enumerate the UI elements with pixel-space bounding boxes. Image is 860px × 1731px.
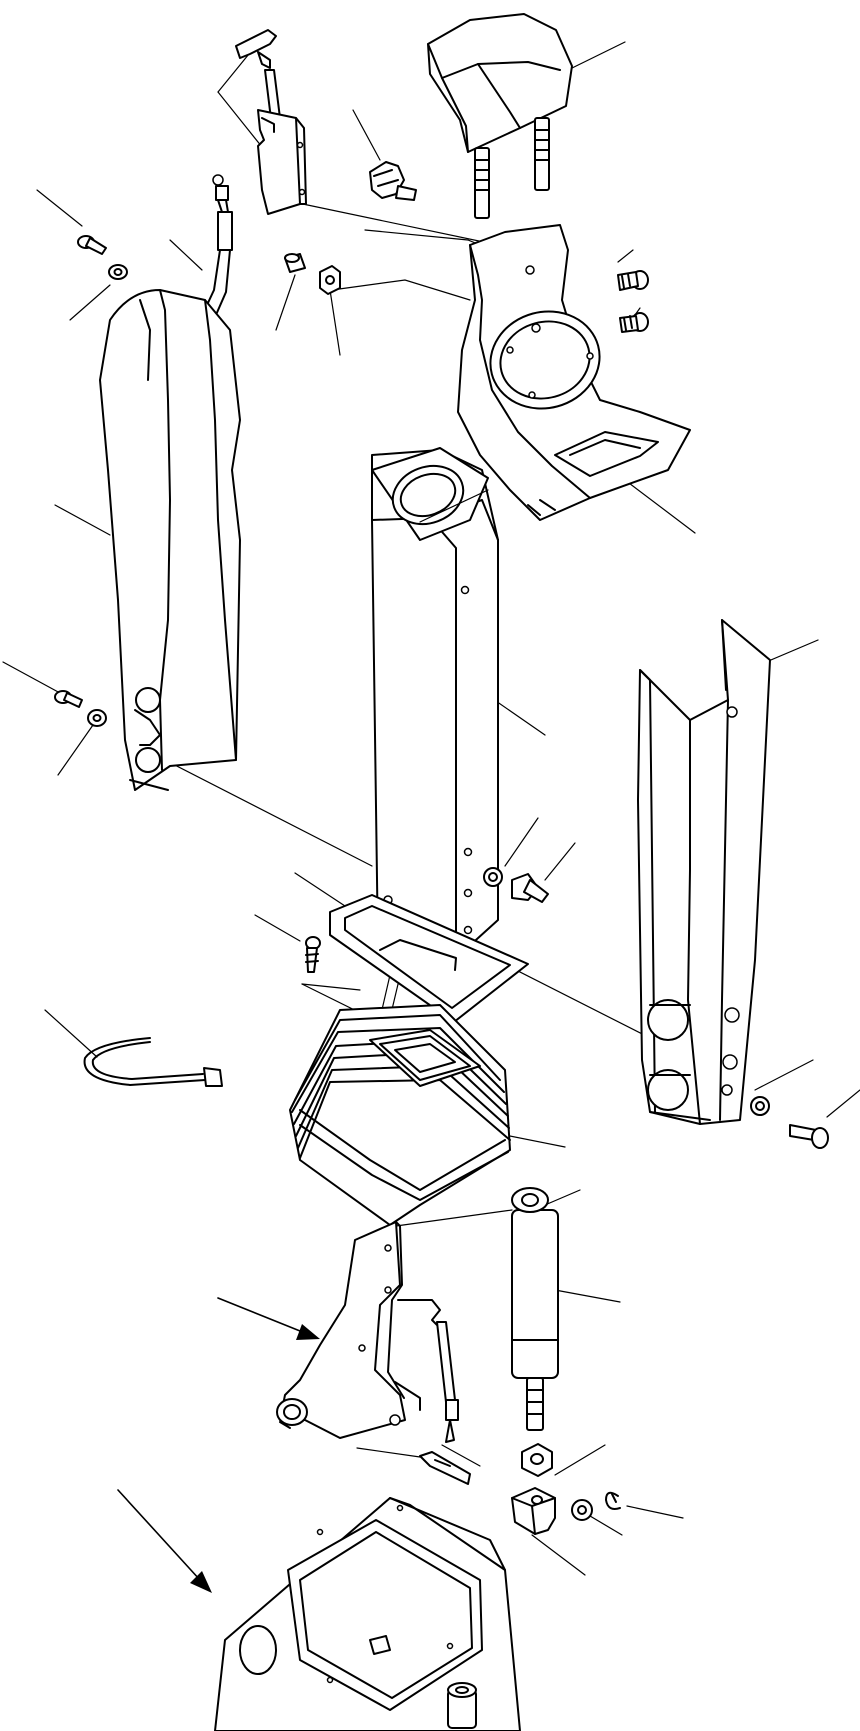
set-screw: [285, 254, 305, 272]
head-housing: [458, 225, 690, 520]
mount-washer: [572, 1500, 592, 1520]
column-bolt: [512, 874, 548, 902]
left-cover: [100, 290, 240, 790]
gas-spring: [437, 1188, 558, 1442]
pivot-bracket: [277, 1222, 442, 1438]
frame-screw: [306, 937, 320, 972]
nut: [320, 266, 340, 294]
column: [372, 448, 498, 958]
spring-nut: [522, 1444, 552, 1476]
e-clip: [606, 1493, 620, 1509]
screw-mid-left: [55, 691, 82, 707]
cable-tie: [85, 1038, 222, 1086]
housing-bolt-1: [618, 271, 648, 290]
washer-top-left: [109, 265, 127, 279]
gasket-frame: [330, 895, 528, 1022]
spring-mount-bracket: [512, 1488, 555, 1534]
right-cover-bolt: [790, 1125, 828, 1148]
lever-knob-with-bracket: [236, 30, 306, 214]
floor-base: [215, 1498, 520, 1731]
arrows: [118, 1298, 320, 1593]
knob-screw: [370, 162, 416, 200]
washer-mid-left: [88, 710, 106, 726]
screw-top-left: [78, 236, 106, 254]
locking-plate: [420, 1452, 470, 1484]
right-cover-washer: [751, 1097, 769, 1115]
right-cover: [638, 620, 770, 1124]
top-cap: [428, 14, 572, 218]
bellows-boot: [290, 1005, 510, 1225]
column-washer: [484, 868, 502, 886]
housing-bolt-2: [620, 313, 648, 332]
